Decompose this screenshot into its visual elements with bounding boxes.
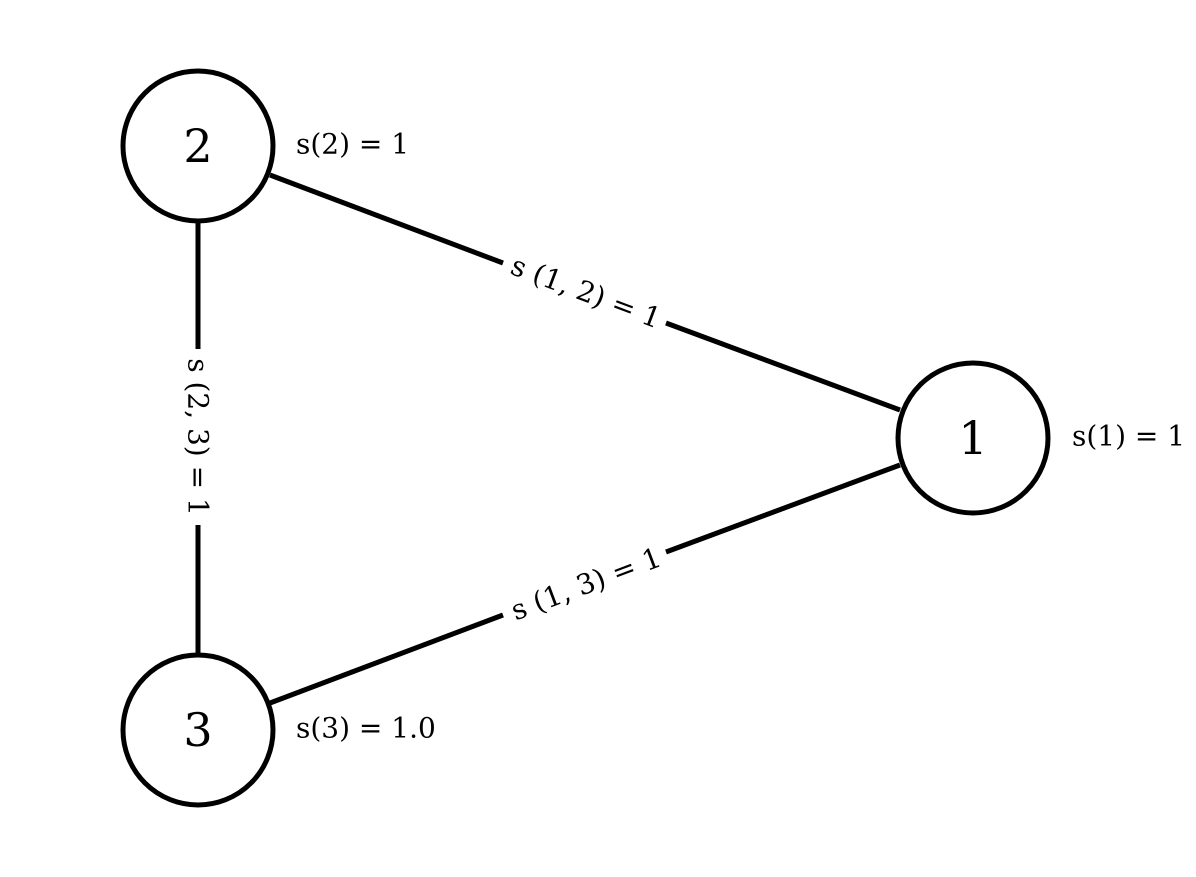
edge-1-3-segment-a — [269, 612, 504, 706]
edge-2-3-label: s (2, 3) = 1 — [182, 358, 215, 516]
node-1-label: 1 — [958, 411, 987, 465]
node-2-circle — [120, 68, 276, 224]
node-1-circle — [895, 360, 1051, 516]
node-3-label: 3 — [183, 703, 212, 757]
node-1-score-label: s(1) = 1 — [1072, 420, 1185, 453]
edge-1-3-label: s (1, 3) = 1 — [506, 541, 665, 627]
edge-1-2-segment-b — [665, 320, 901, 413]
node-2-score-label: s(2) = 1 — [296, 128, 409, 161]
edge-1-2-label: s (1, 2) = 1 — [506, 249, 665, 335]
node-2-label: 2 — [183, 119, 212, 173]
edge-1-2: s (1, 2) = 1 — [269, 172, 901, 413]
node-3: 3 — [120, 652, 276, 808]
node-3-circle — [120, 652, 276, 808]
node-2: 2 — [120, 68, 276, 224]
edge-1-2-segment-a — [269, 172, 504, 266]
node-1: 1 — [895, 360, 1051, 516]
node-3-score-label: s(3) = 1.0 — [296, 712, 436, 745]
edge-1-3-segment-b — [665, 462, 901, 555]
edge-1-3: s (1, 3) = 1 — [269, 462, 901, 706]
edge-2-3: s (2, 3) = 1 — [182, 222, 215, 655]
